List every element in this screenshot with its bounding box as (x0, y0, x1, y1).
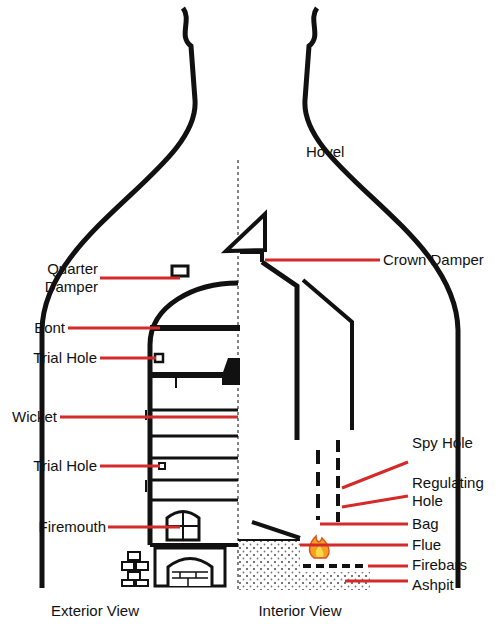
part-label: Flue (412, 536, 498, 554)
leader-line (342, 496, 408, 507)
leader-line (320, 523, 408, 526)
brick-lines (172, 572, 208, 586)
leader-line (68, 327, 160, 330)
part-label: Regulating Hole (412, 474, 498, 510)
leader-line (100, 465, 160, 468)
inner-wall (262, 262, 297, 440)
part-label: Bont (5, 319, 65, 337)
part-label: Firemouth (0, 518, 106, 536)
part-label: Firebars (412, 556, 498, 574)
oven-band (150, 479, 238, 482)
band-mark (145, 480, 147, 492)
leader-line (108, 526, 180, 529)
crown-damper (226, 214, 265, 251)
leader-line (345, 580, 408, 583)
firebars (303, 564, 364, 568)
trial-hole (155, 354, 163, 362)
firebox-brickwork (155, 548, 225, 586)
oven-band (150, 457, 238, 460)
part-label: Trial Hole (0, 457, 97, 475)
leader-line (368, 565, 408, 568)
hovel-label: Hovel (306, 143, 376, 161)
fire-flame (310, 536, 329, 558)
leader-lines (60, 260, 408, 581)
oven-band (150, 409, 238, 412)
part-label: Trial Hole (0, 349, 97, 367)
bont-band (150, 325, 240, 331)
brick-steps (122, 552, 148, 586)
leader-line (60, 416, 238, 419)
oven-band (150, 435, 238, 438)
crown-damper (240, 252, 262, 262)
leader-line (300, 544, 408, 547)
oven-base (150, 543, 238, 547)
bag-wall (336, 440, 340, 522)
flue-wall (303, 280, 352, 430)
leader-line (100, 277, 180, 280)
part-label: Ashpit (412, 576, 498, 594)
quarter-damper (172, 266, 188, 276)
part-label: Wicket (0, 408, 57, 426)
oven-floor (252, 522, 300, 538)
oven-dome (150, 283, 238, 545)
band-mark (175, 375, 177, 388)
part-label: Bag (412, 515, 498, 533)
part-label: Quarter Damper (20, 260, 98, 296)
oven-floor (238, 540, 300, 590)
view-caption: Exterior View (10, 602, 180, 620)
leader-line (342, 462, 408, 488)
part-label: Crown Damper (383, 251, 498, 269)
leader-line (265, 259, 380, 262)
leader-line (100, 357, 156, 360)
oven-band (222, 358, 240, 385)
oven-floor (238, 539, 300, 541)
fire-flame (316, 545, 324, 557)
view-caption: Interior View (215, 602, 385, 620)
firebox-arch (168, 559, 212, 587)
part-label: Spy Hole (412, 434, 498, 452)
oven-band (150, 499, 238, 502)
bag-wall (316, 450, 320, 520)
